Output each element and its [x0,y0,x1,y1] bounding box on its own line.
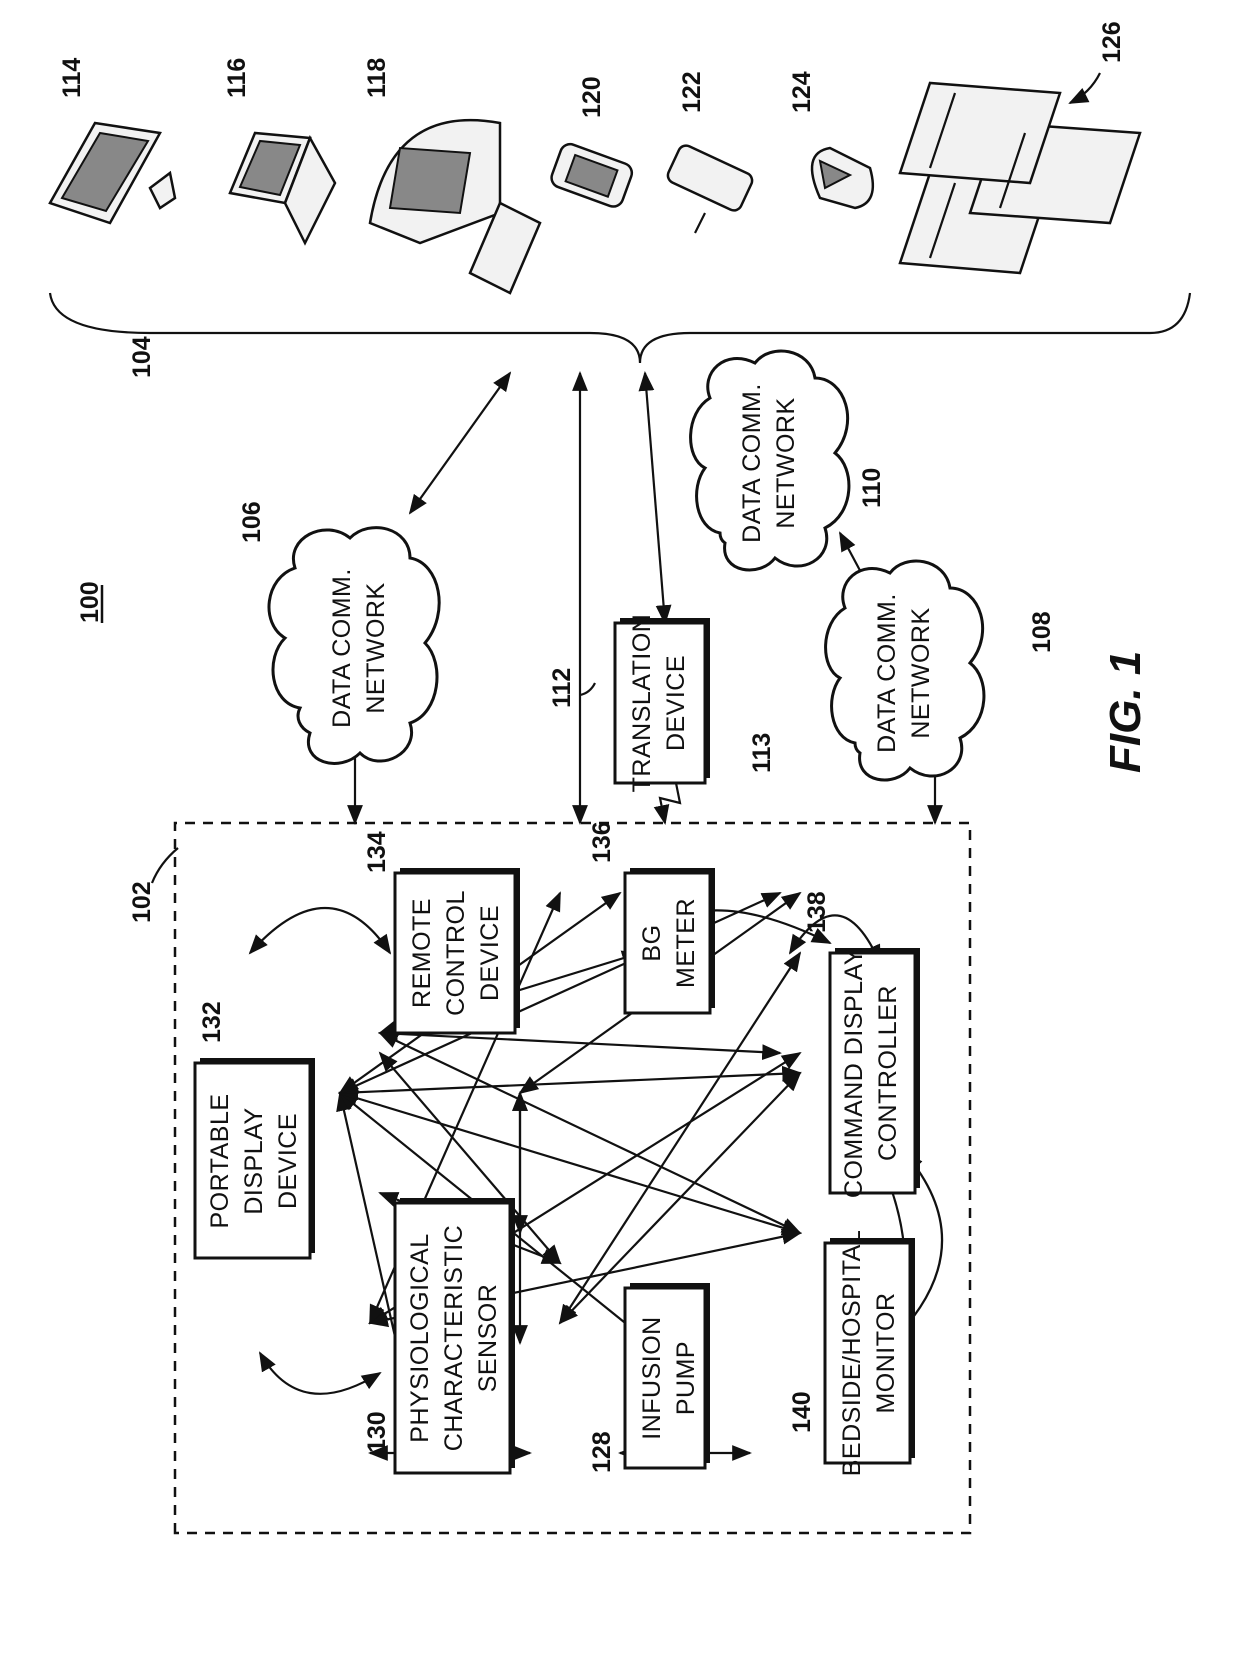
ref-118: 118 [363,58,391,98]
ref-130: 130 [363,1411,391,1453]
data-comm-network-108: DATA COMM. NETWORK [826,561,984,780]
remote-control-line2: CONTROL [442,890,470,1016]
bg-meter-line1: BG [638,924,666,961]
ref-113: 113 [748,733,776,773]
ref-140: 140 [788,1391,816,1433]
ref-104: 104 [128,336,156,378]
network-106-line1: DATA COMM. [328,568,356,728]
remote-control-device-block: REMOTE CONTROL DEVICE [395,868,520,1033]
bg-meter-line2: METER [672,898,700,988]
ref-102: 102 [128,881,156,923]
laptop-icon [230,133,335,243]
ref-106: 106 [238,501,266,543]
ref-120: 120 [578,76,606,118]
network-108-line2: NETWORK [907,607,935,738]
physiological-sensor-block: PHYSIOLOGICAL CHARACTERISTIC SENSOR [395,1198,515,1473]
bg-meter-block: BG METER [625,868,715,1013]
infusion-pump-block: INFUSION PUMP [625,1283,710,1468]
network-110-line2: NETWORK [772,397,800,528]
sensor-line1: PHYSIOLOGICAL [406,1233,434,1442]
network-108-line1: DATA COMM. [873,593,901,753]
ref-128: 128 [588,1431,616,1473]
ref-134: 134 [363,831,391,873]
cell-phone-icon [812,148,873,208]
translation-device-line2: DEVICE [662,655,690,751]
infusion-pump-line2: PUMP [672,1341,700,1415]
ref-114: 114 [58,58,86,98]
ref-124: 124 [788,71,816,113]
command-display-controller-block: COMMAND DISPLAY CONTROLLER [830,948,920,1198]
translation-device-block: TRANSLATION DEVICE [615,614,710,793]
portable-display-line2: DISPLAY [240,1107,268,1214]
devices-bracket [50,293,1190,363]
monitor-icon [50,123,175,223]
infusion-pump-line1: INFUSION [638,1316,666,1439]
portable-display-line3: DEVICE [274,1113,302,1209]
portable-display-line1: PORTABLE [206,1093,234,1228]
ref-126: 126 [1098,21,1126,63]
data-comm-network-110: DATA COMM. NETWORK [691,351,849,570]
ref-110: 110 [858,468,886,508]
ref-116: 116 [223,58,251,98]
remote-control-line3: DEVICE [476,905,504,1001]
bedside-monitor-line2: MONITOR [872,1292,900,1413]
ref-122: 122 [678,71,706,113]
mobile-phone-icon [665,143,754,233]
sensor-line3: SENSOR [474,1284,502,1393]
figure-title: FIG. 1 [1101,651,1150,773]
system-ref-100: 100 [76,581,104,623]
translation-device-line1: TRANSLATION [628,614,656,793]
ref-138: 138 [803,891,831,933]
command-display-line1: COMMAND DISPLAY [840,948,868,1198]
sensor-line2: CHARACTERISTIC [440,1225,468,1451]
bedside-monitor-line1: BEDSIDE/HOSPITAL [838,1230,866,1477]
ref-136: 136 [588,821,616,863]
ref-112: 112 [548,668,576,708]
portable-display-block: PORTABLE DISPLAY DEVICE [195,1058,315,1258]
network-110-line1: DATA COMM. [738,383,766,543]
remote-control-line1: REMOTE [408,898,436,1008]
network-106-line2: NETWORK [362,582,390,713]
bedside-monitor-block: BEDSIDE/HOSPITAL MONITOR [825,1230,915,1477]
ref-108: 108 [1028,611,1056,653]
desktop-computer-icon [370,120,540,293]
data-comm-network-106: DATA COMM. NETWORK [269,528,439,764]
ref-132: 132 [198,1001,226,1043]
server-cluster-icon [900,83,1140,273]
pda-icon [549,141,635,209]
command-display-line2: CONTROLLER [874,985,902,1161]
